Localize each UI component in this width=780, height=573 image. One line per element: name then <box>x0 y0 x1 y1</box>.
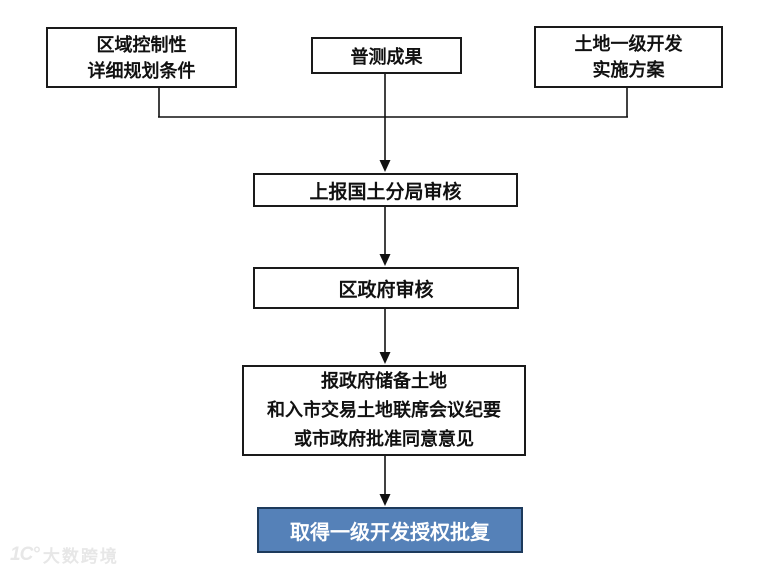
node-survey-results: 普测成果 <box>311 37 462 74</box>
arrowhead-to-meeting <box>379 352 391 364</box>
node-label-line: 详细规划条件 <box>87 60 196 81</box>
node-authorization-approval: 取得一级开发授权批复 <box>257 507 523 553</box>
node-label-line: 上报国土分局审核 <box>309 181 462 203</box>
node-label-line: 和入市交易土地联席会议纪要 <box>267 400 501 420</box>
node-implementation-plan: 土地一级开发 实施方案 <box>534 26 723 88</box>
watermark: 1C° 大数跨境 <box>10 542 119 567</box>
arrowhead-to-authorization <box>379 494 391 506</box>
node-label-line: 普测成果 <box>350 46 423 67</box>
node-label-line: 土地一级开发 <box>574 34 683 54</box>
node-label-line: 区域控制性 <box>96 34 187 55</box>
node-planning-conditions: 区域控制性 详细规划条件 <box>46 27 237 88</box>
arrowhead-to-district <box>379 254 391 266</box>
node-joint-meeting-minutes: 报政府储备土地 和入市交易土地联席会议纪要 或市政府批准同意意见 <box>242 365 526 456</box>
node-district-government-review: 区政府审核 <box>253 267 519 309</box>
node-label-line: 实施方案 <box>592 60 665 80</box>
watermark-text: 大数跨境 <box>42 547 119 566</box>
watermark-logo-icon: 1C° <box>10 543 40 565</box>
arrowhead-to-report <box>379 160 391 172</box>
node-label-line: 取得一级开发授权批复 <box>290 521 490 544</box>
node-label-line: 或市政府批准同意意见 <box>294 429 474 449</box>
node-label-line: 报政府储备土地 <box>321 371 447 391</box>
node-report-land-bureau: 上报国土分局审核 <box>253 173 518 207</box>
node-label-line: 区政府审核 <box>338 279 434 301</box>
